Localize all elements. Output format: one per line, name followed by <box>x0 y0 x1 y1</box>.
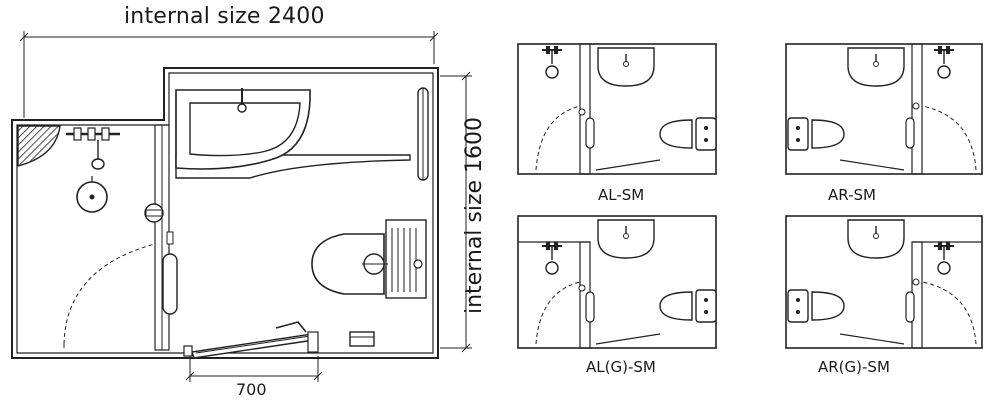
width-dimension-line <box>19 31 439 118</box>
variant-label-ar-sm: AR-SM <box>828 186 876 204</box>
paper-holder <box>144 203 164 223</box>
corner-shelf <box>17 125 61 167</box>
variant-plan-al-sm <box>517 43 717 175</box>
outer-wall <box>11 67 439 359</box>
variant-plan-ar-sm <box>785 43 983 175</box>
height-dimension-line <box>440 71 472 353</box>
variant-plan-ar-g-sm <box>785 215 983 349</box>
variant-label-ar-g-sm: AR(G)-SM <box>818 358 890 376</box>
waste-bin <box>349 331 375 347</box>
entrance-door <box>183 321 319 359</box>
door-width-label: 700 <box>236 380 267 399</box>
width-dimension-label: internal size 2400 <box>124 4 325 29</box>
toilet <box>311 219 427 299</box>
variant-label-al-g-sm: AL(G)-SM <box>586 358 656 376</box>
shower-door-swing <box>63 243 156 345</box>
variant-plan-al-g-sm <box>517 215 717 349</box>
height-dimension-label: internal size 1600 <box>462 116 487 314</box>
shower-fixture <box>66 127 120 213</box>
grab-bar-vertical <box>162 253 178 315</box>
vanity-unit <box>175 88 411 179</box>
variant-label-al-sm: AL-SM <box>598 186 645 204</box>
door-dimension-line <box>185 356 323 382</box>
towel-rail <box>417 87 429 181</box>
